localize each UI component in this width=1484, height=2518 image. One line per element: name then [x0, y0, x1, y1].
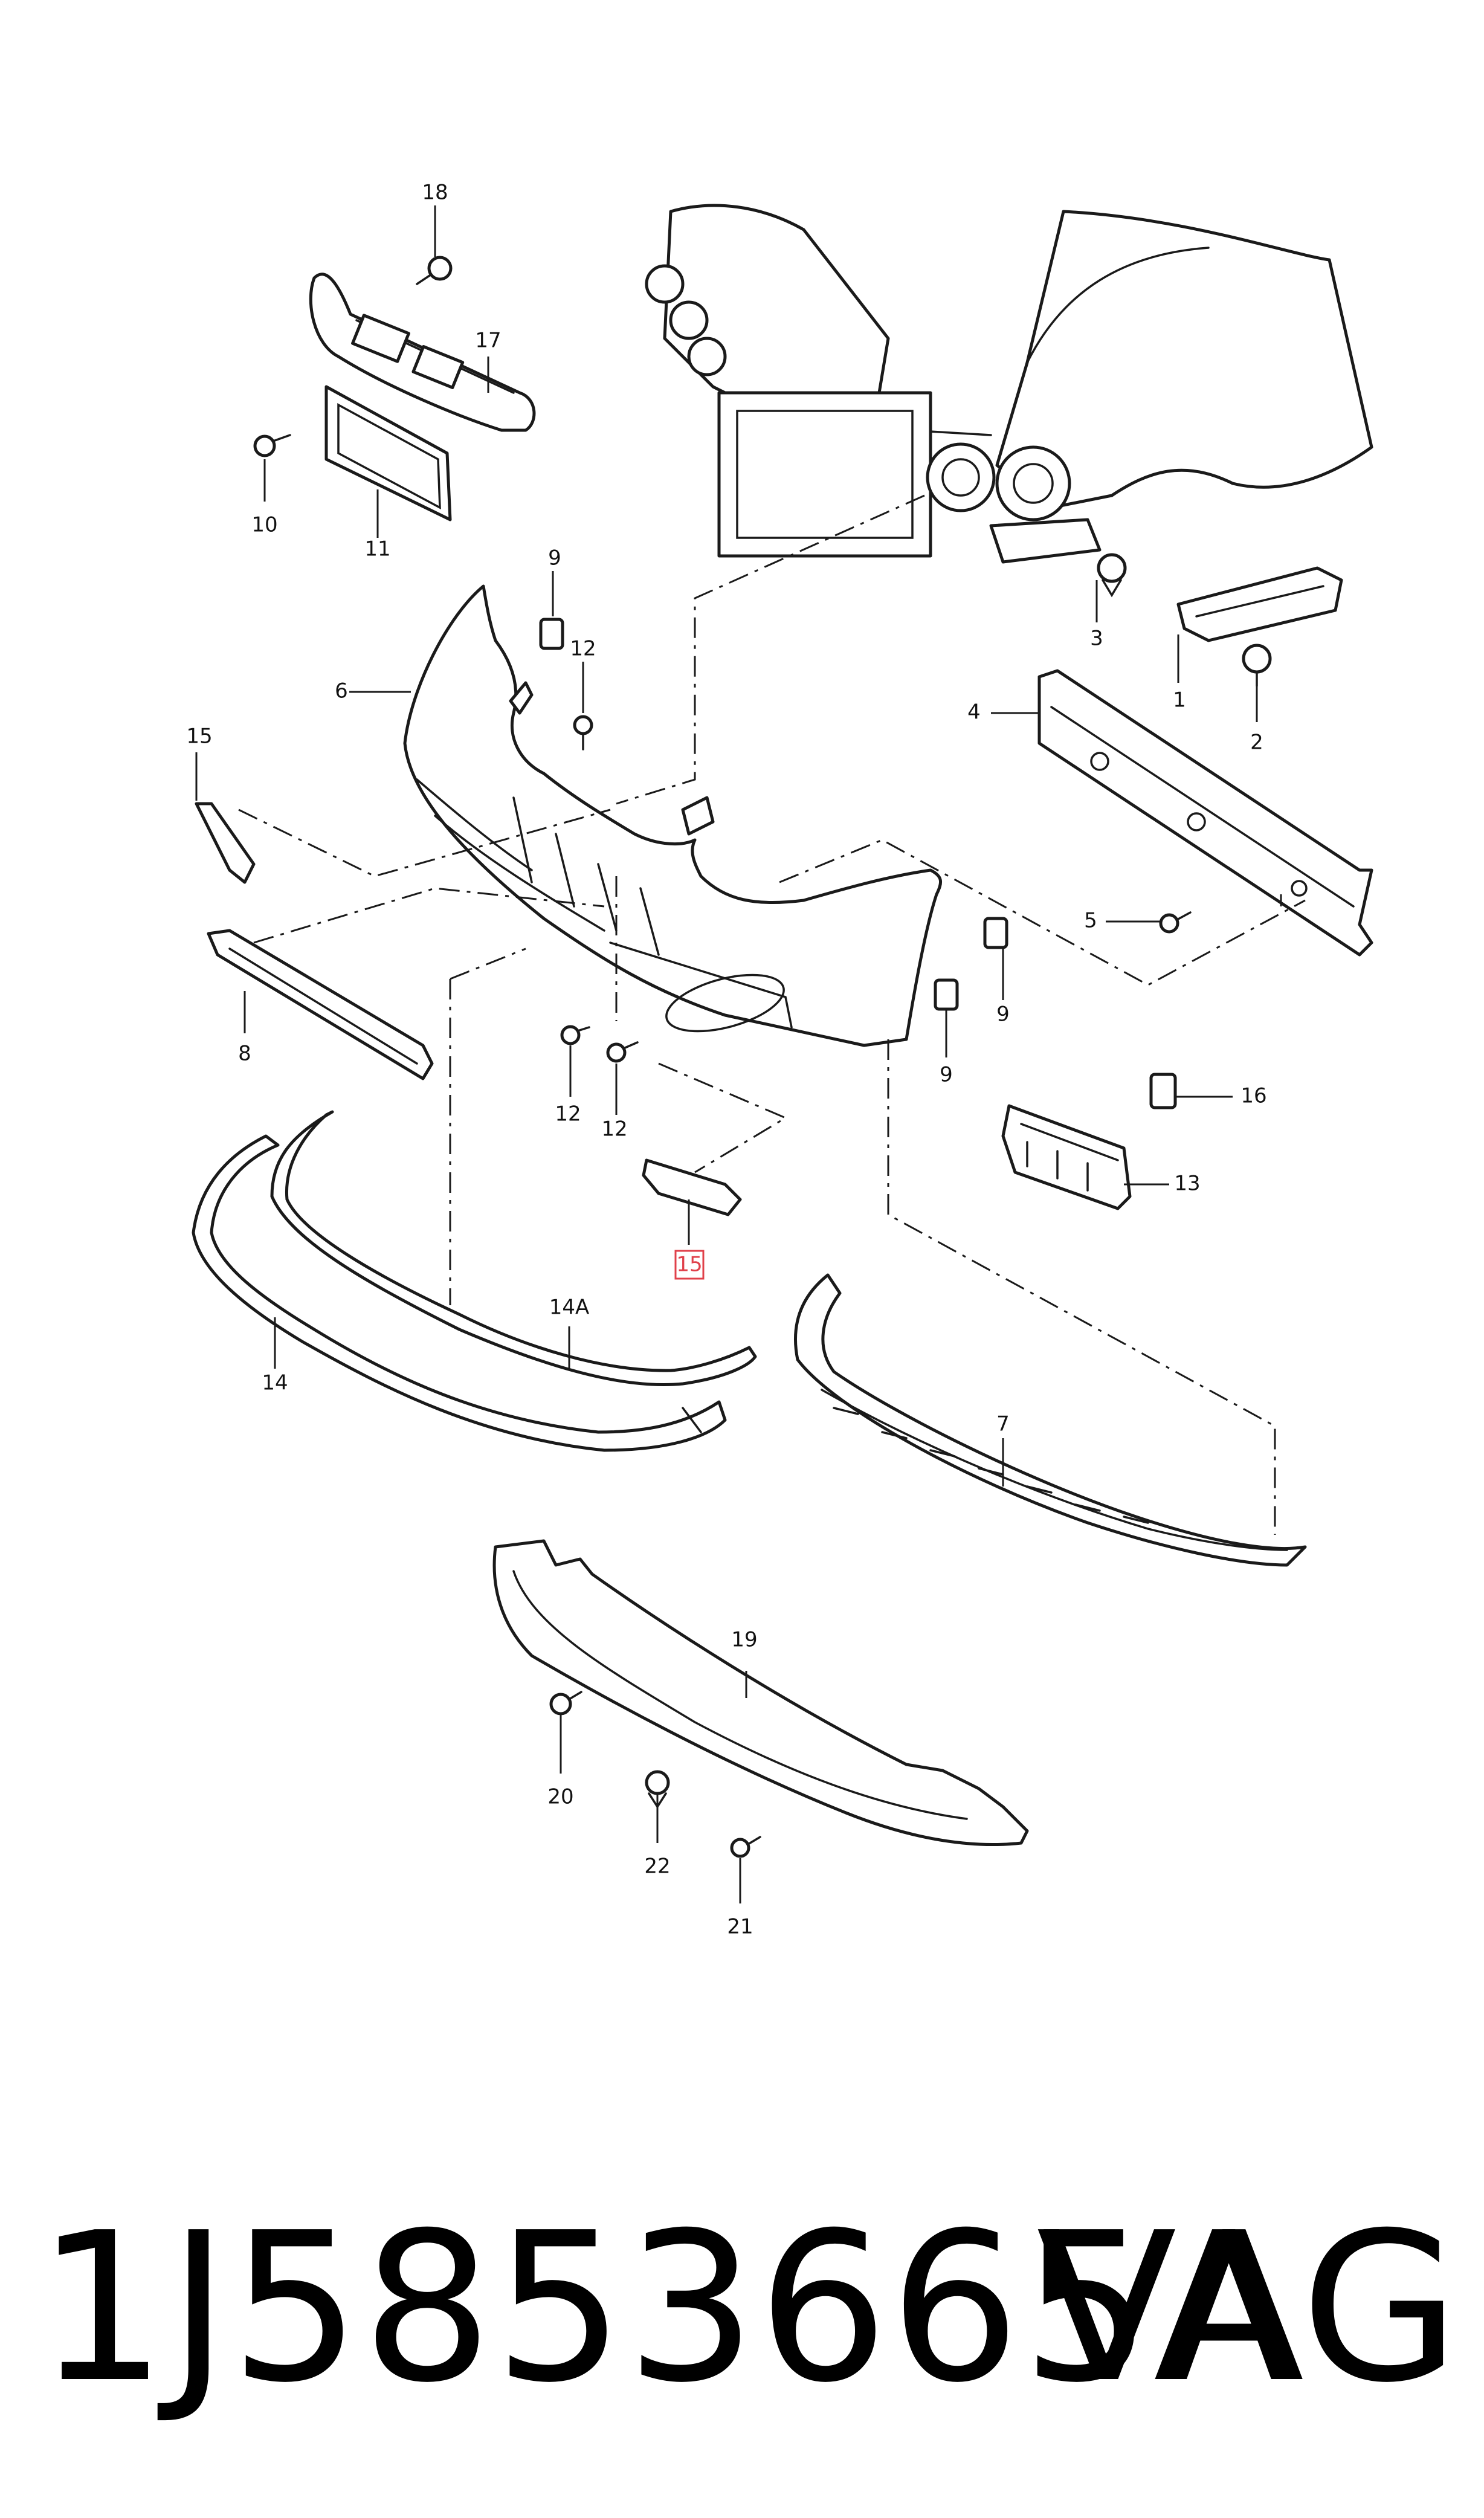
plate-holder-18 — [309, 273, 536, 432]
assembly-lines — [238, 494, 1306, 1535]
plate-base-11 — [324, 385, 452, 521]
leader-lines — [195, 205, 1258, 1903]
highlight-box-15 — [674, 1250, 705, 1280]
label-12-top: 12 — [570, 637, 596, 661]
clip-9-top — [539, 618, 564, 650]
label-14: 14 — [262, 1371, 288, 1395]
bumper-cover-6 — [403, 584, 943, 1047]
label-9-mid: 9 — [996, 1002, 1010, 1027]
screw-12-left — [560, 1025, 590, 1045]
label-3: 3 — [1090, 627, 1103, 651]
brand-name: VAG — [1036, 2189, 1460, 2428]
screw-21 — [549, 1691, 582, 1716]
trim-strip-14a — [270, 1110, 757, 1387]
bumper-carrier-4 — [1037, 669, 1373, 957]
label-12-left: 12 — [555, 1102, 581, 1126]
label-1: 1 — [1173, 688, 1186, 712]
clip-17 — [1149, 1073, 1177, 1109]
label-9-low: 9 — [940, 1063, 953, 1087]
label-7: 7 — [996, 1412, 1010, 1436]
label-13: 13 — [1174, 1172, 1200, 1196]
screw-19 — [416, 256, 453, 285]
label-5: 5 — [1084, 909, 1097, 933]
label-10: 10 — [251, 513, 277, 537]
screw-10 — [253, 434, 291, 457]
screw-12-top — [573, 715, 593, 751]
label-11: 11 — [364, 537, 390, 561]
clip-3 — [1097, 553, 1127, 598]
clip-23 — [645, 1770, 670, 1809]
fog-lamp-cover-15 — [642, 1158, 742, 1216]
bracket-1 — [1176, 566, 1343, 642]
label-14a: 14A — [549, 1296, 590, 1320]
bracket-13 — [1001, 1104, 1132, 1210]
label-8: 8 — [238, 1042, 251, 1066]
label-16: 15 — [186, 725, 212, 749]
car-front-body — [645, 204, 1373, 564]
label-15: 15 — [676, 1253, 702, 1277]
exploded-parts-diagram: 18 17 10 11 9 12 6 15 8 12 12 15 14A 14 … — [186, 181, 1373, 1939]
screw-5 — [1159, 911, 1192, 934]
trim-16 — [195, 802, 256, 884]
label-9-top: 9 — [548, 546, 561, 570]
clip-9-low — [934, 978, 959, 1011]
label-20: 19 — [731, 1628, 757, 1652]
label-2: 2 — [1250, 731, 1263, 755]
label-19: 18 — [422, 181, 448, 205]
callout-labels: 18 17 10 11 9 12 6 15 8 12 12 15 14A 14 … — [186, 181, 1266, 1939]
label-4: 4 — [967, 700, 981, 725]
label-6: 6 — [335, 679, 348, 703]
grille-8 — [207, 929, 434, 1080]
clip-9-mid — [983, 917, 1008, 949]
label-23: 22 — [644, 1855, 670, 1879]
screw-22 — [730, 1836, 761, 1858]
label-22: 21 — [727, 1915, 753, 1939]
label-12-right: 12 — [601, 1117, 627, 1141]
deflector-20 — [492, 1539, 1029, 1847]
spoiler-trim-14 — [192, 1134, 727, 1452]
screw-12-right — [606, 1041, 639, 1063]
label-17: 16 — [1240, 1084, 1266, 1108]
part-number: 1J5853665A — [36, 2189, 1295, 2428]
lower-spoiler-7 — [794, 1273, 1307, 1567]
label-18: 17 — [475, 329, 501, 353]
label-21: 20 — [547, 1785, 573, 1809]
